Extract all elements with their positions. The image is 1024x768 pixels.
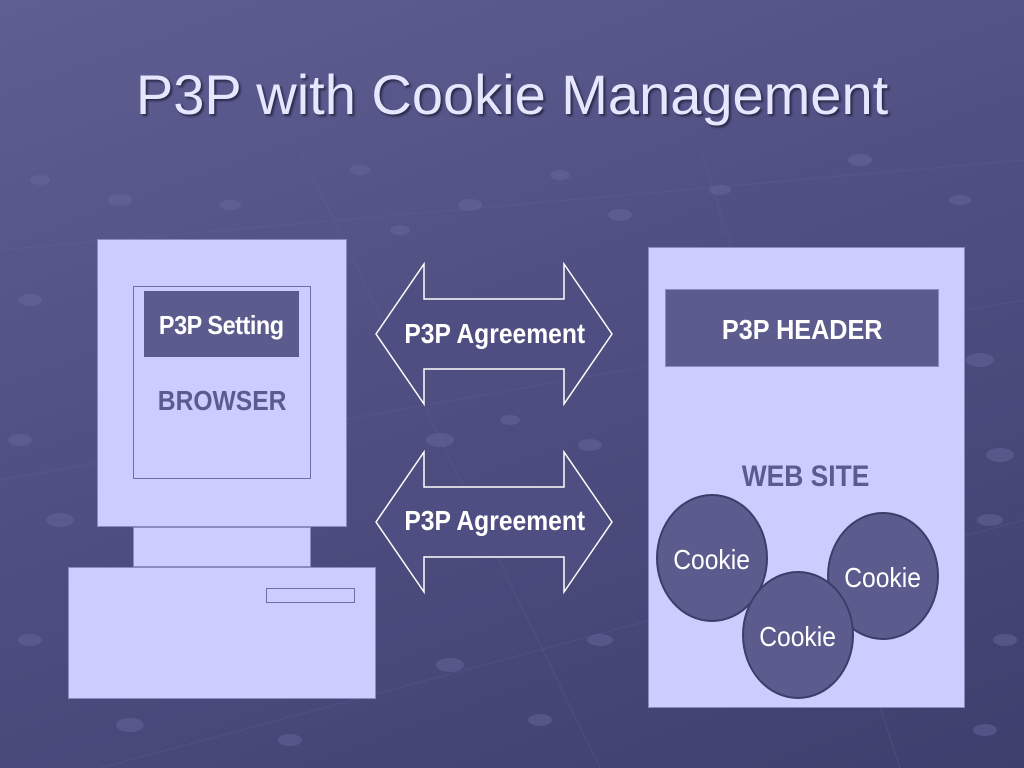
- slide-title: P3P with Cookie Management: [135, 63, 889, 126]
- cookie-circle: Cookie: [742, 571, 854, 699]
- p3p-setting-label: P3P Setting: [159, 310, 284, 340]
- disk-drive-slot: [266, 588, 355, 603]
- p3p-header-box: P3P HEADER: [665, 289, 939, 367]
- agreement-arrow-top: [375, 262, 613, 407]
- agreement-label-bottom: P3P Agreement: [404, 505, 586, 536]
- agreement-arrow-bottom: [375, 450, 613, 595]
- website-label: WEB SITE: [706, 460, 906, 494]
- browser-label-text: BROWSER: [157, 385, 287, 416]
- agreement-label-top: P3P Agreement: [404, 318, 586, 349]
- p3p-setting-box: P3P Setting: [144, 291, 299, 357]
- p3p-header-label: P3P HEADER: [721, 314, 883, 345]
- website-label-text: WEB SITE: [742, 460, 870, 493]
- monitor-stand: [133, 527, 311, 567]
- computer-case: [68, 567, 376, 699]
- browser-label: BROWSER: [134, 385, 310, 417]
